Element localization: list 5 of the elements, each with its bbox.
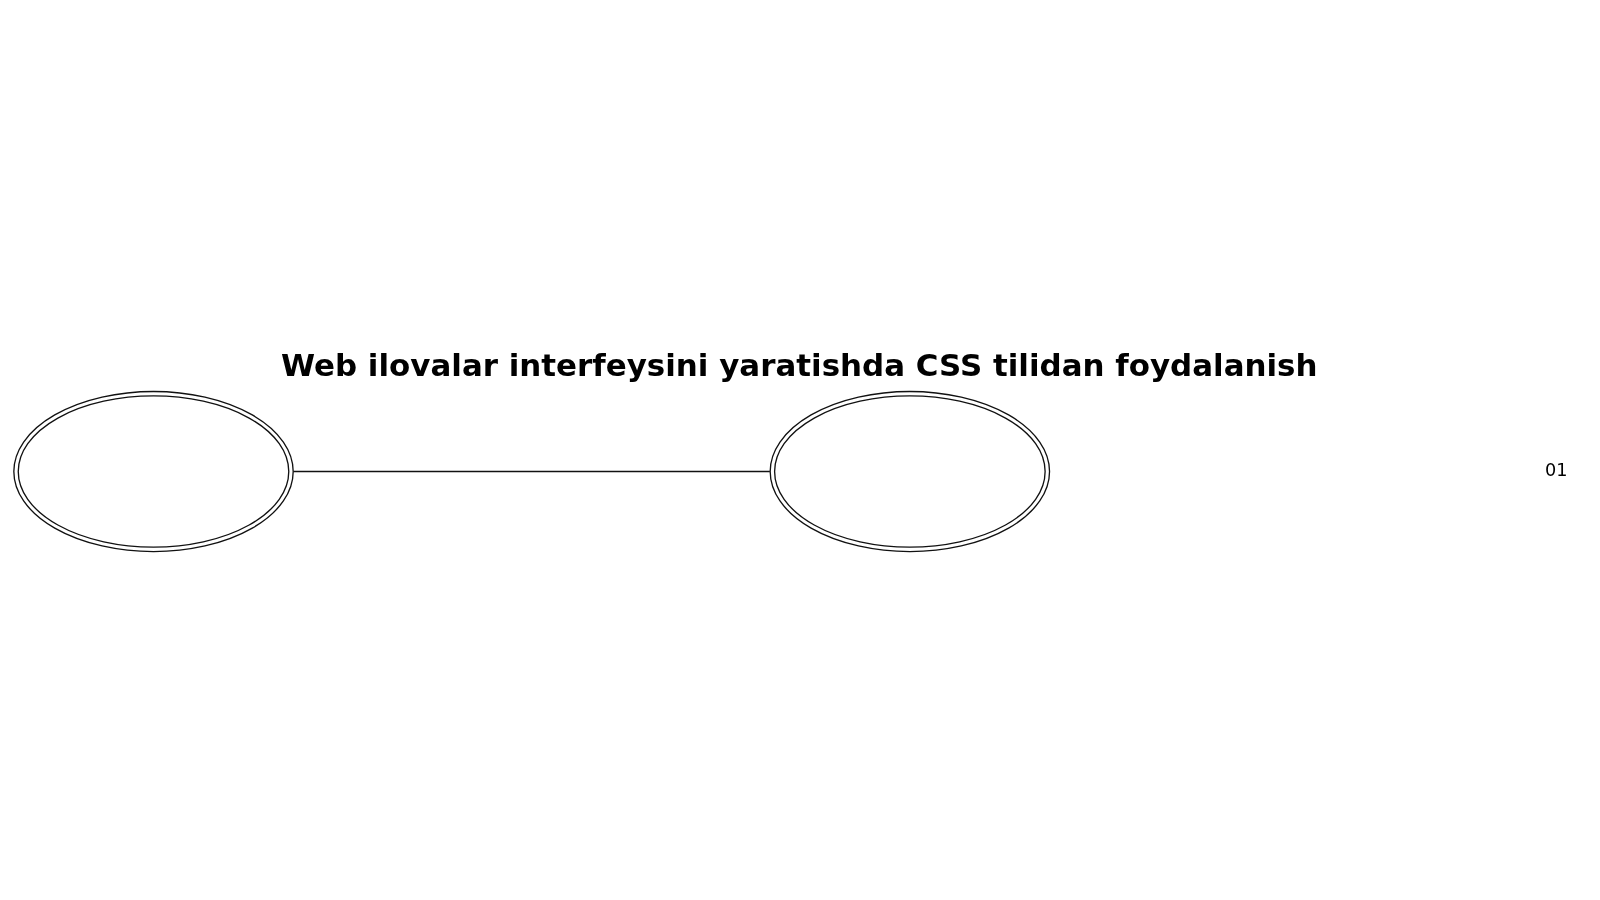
label: 01: [1545, 459, 1568, 480]
connector: [292, 470, 771, 473]
diagram-title: Web ilovalar interfeysini yaratishda CSS tilidan foydalanish: [281, 347, 1318, 384]
node-ellipse: [13, 390, 294, 553]
node-ellipse: [769, 390, 1051, 553]
